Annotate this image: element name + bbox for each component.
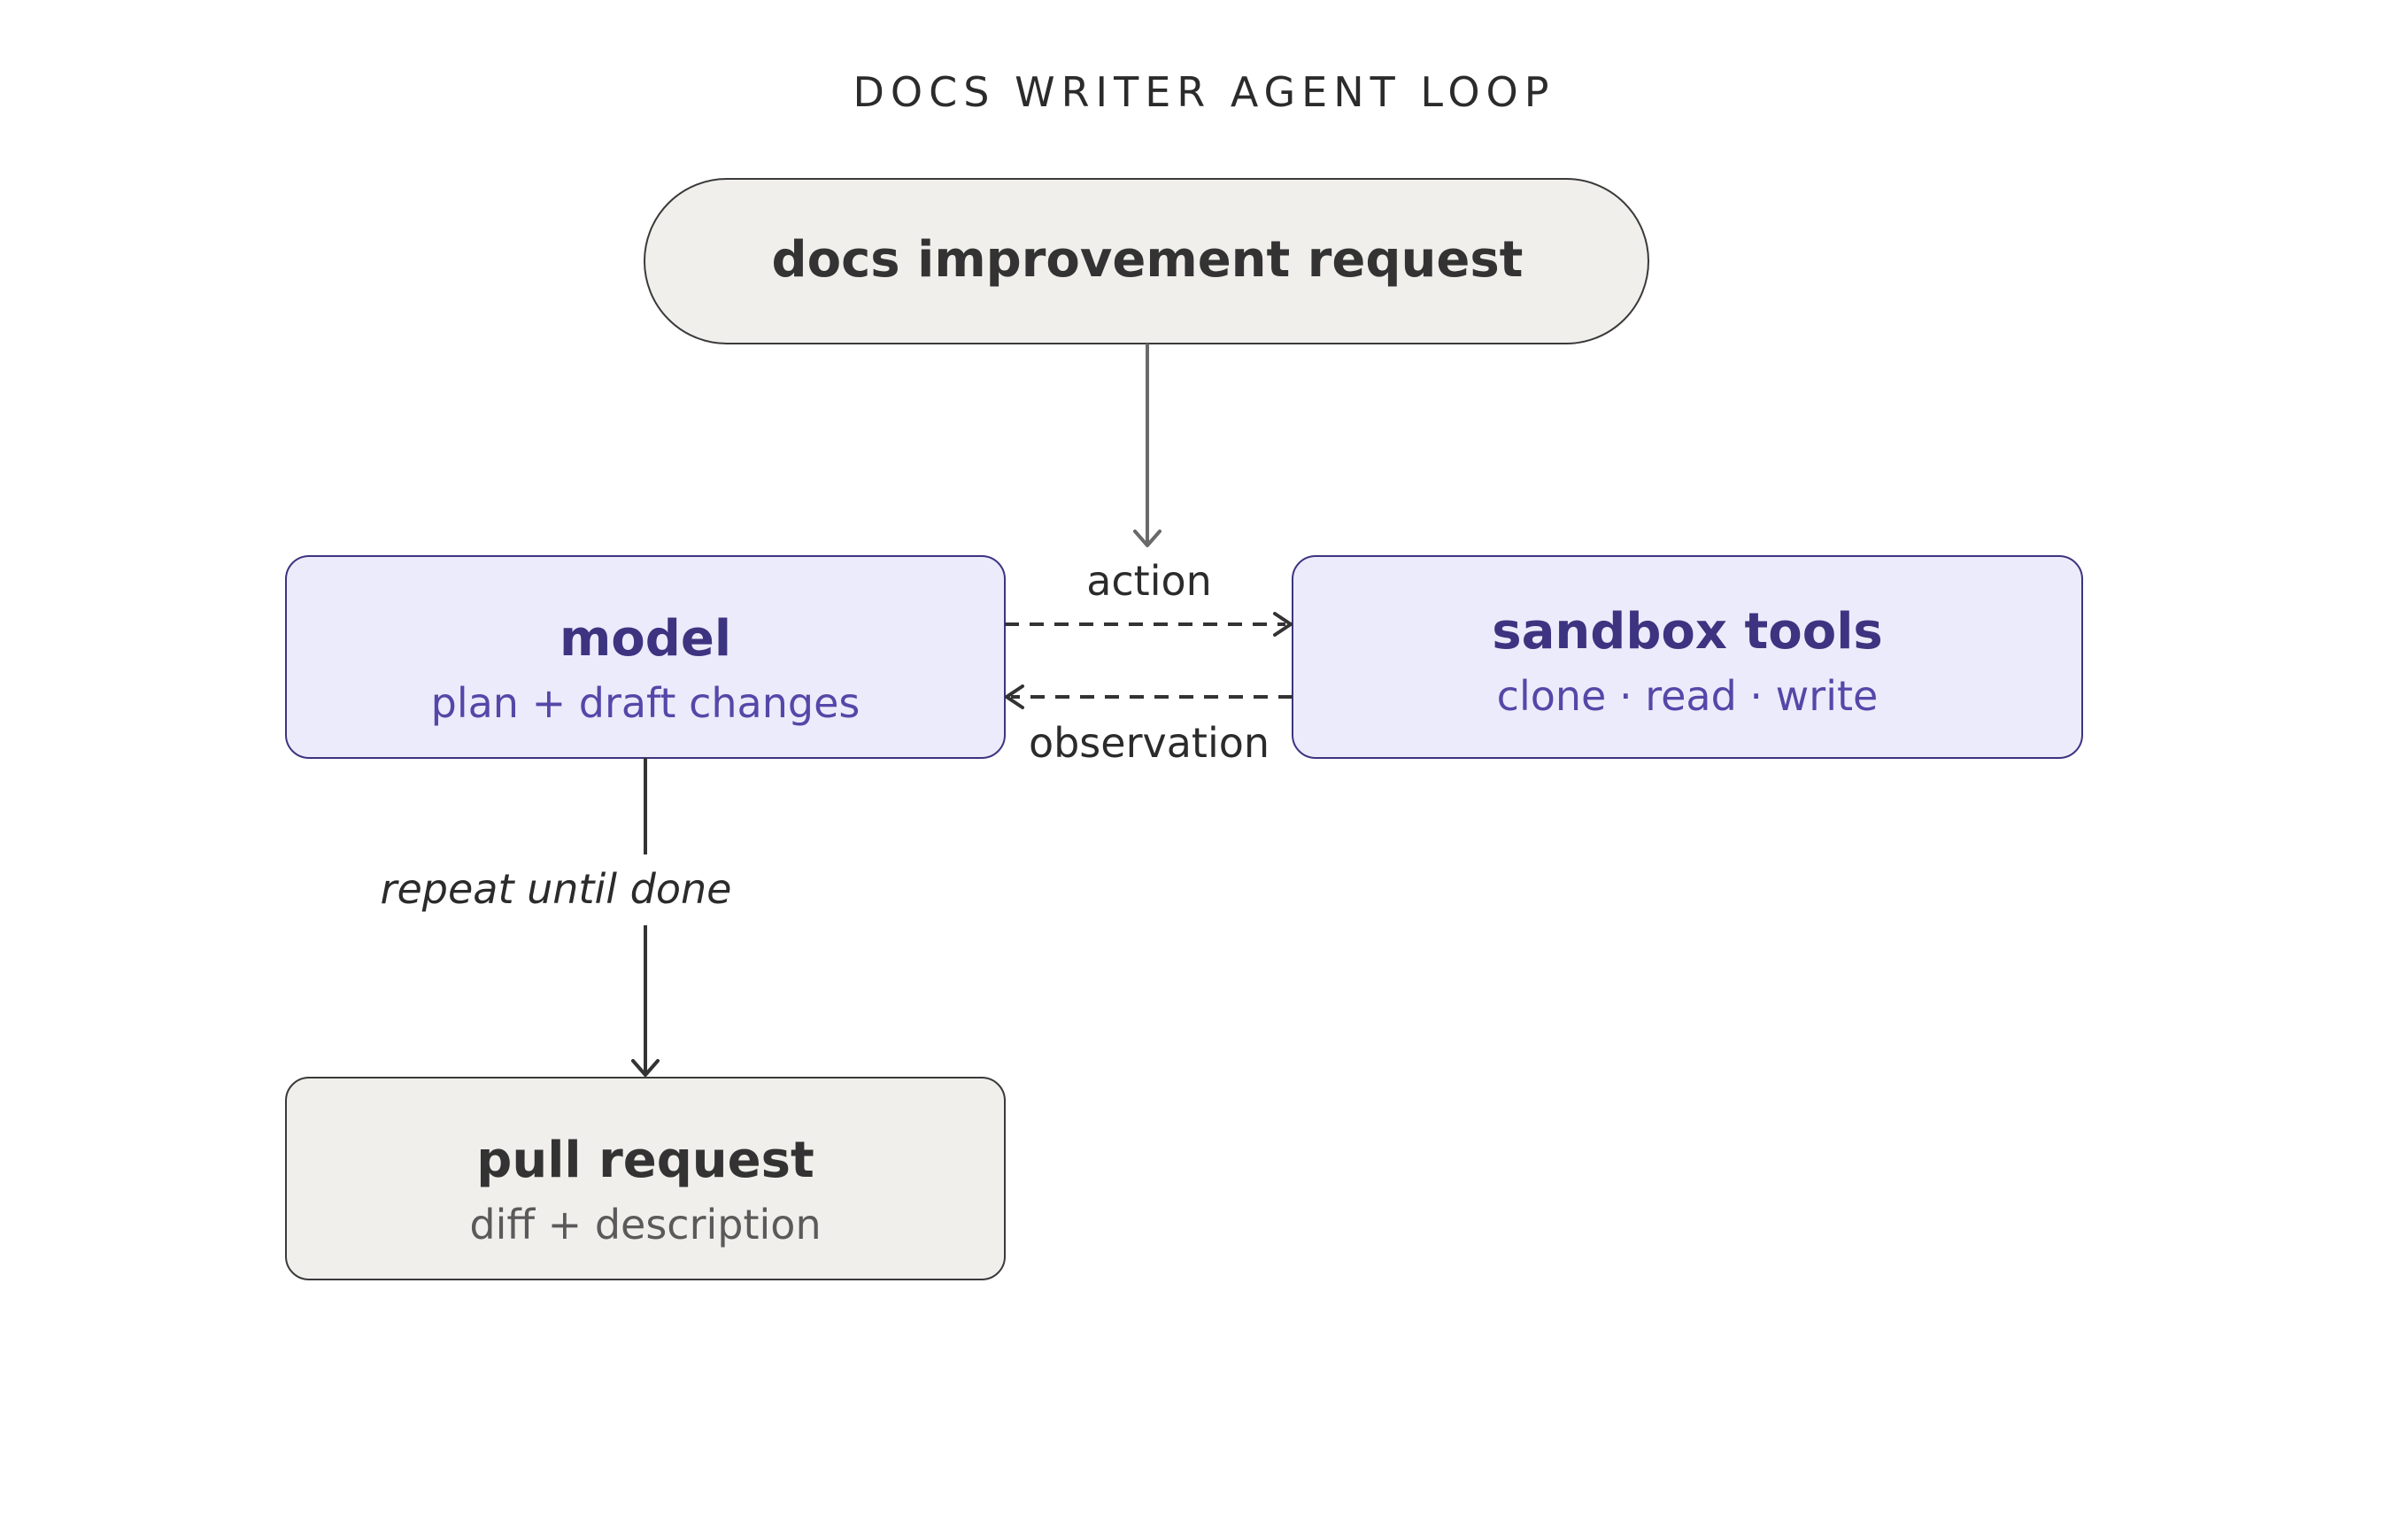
request-node-title: docs improvement request <box>772 231 1524 289</box>
pull-request-node: pull request diff + description <box>285 1077 1006 1280</box>
sandbox-tools-node-title: sandbox tools <box>1492 603 1883 661</box>
model-node: model plan + draft changes <box>285 555 1006 759</box>
repeat-label: repeat until done <box>381 865 732 913</box>
request-node: docs improvement request <box>644 178 1649 344</box>
pull-request-node-shape <box>285 1077 1006 1280</box>
repeat-edge <box>631 758 660 1077</box>
observation-label: observation <box>1029 719 1270 767</box>
model-node-title: model <box>560 610 731 668</box>
action-label: action <box>1086 557 1212 605</box>
sandbox-tools-node-shape <box>1292 555 2083 759</box>
sandbox-tools-node: sandbox tools clone · read · write <box>1292 555 2083 759</box>
pull-request-node-title: pull request <box>476 1132 814 1189</box>
model-node-subtitle: plan + draft changes <box>431 679 861 727</box>
action-edge <box>1005 612 1293 637</box>
request-to-action-edge <box>1133 344 1162 547</box>
sandbox-tools-node-subtitle: clone · read · write <box>1497 672 1879 720</box>
diagram-title: DOCS WRITER AGENT LOOP <box>853 68 1555 116</box>
observation-edge <box>1005 684 1293 709</box>
pull-request-node-subtitle: diff + description <box>469 1201 821 1249</box>
